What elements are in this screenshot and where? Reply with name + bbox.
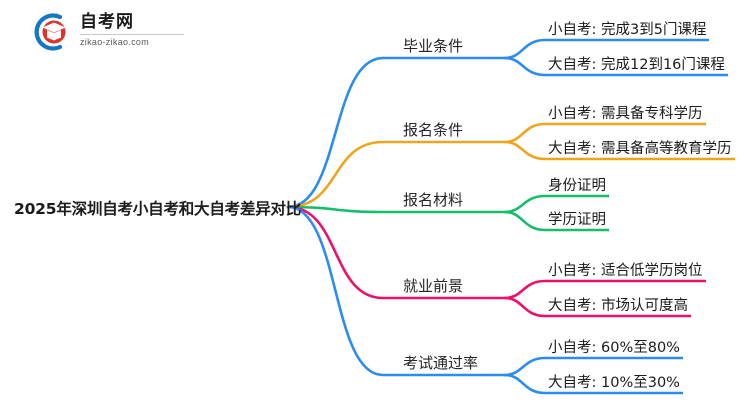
leaf-label-4-1[interactable]: 小自考: 适合低学历岗位 xyxy=(548,263,703,279)
logo-text: 自考网 zikao-zikao.com xyxy=(80,12,188,47)
leaf-label-1-1[interactable]: 小自考: 完成3到5门课程 xyxy=(548,22,707,38)
branch-label-3[interactable]: 报名材料 xyxy=(403,191,464,209)
leaf-label-2-1[interactable]: 小自考: 需具备专科学历 xyxy=(548,106,703,122)
logo-url: zikao-zikao.com xyxy=(80,37,150,47)
leaf-label-3-2[interactable]: 学历证明 xyxy=(548,212,606,228)
leaf-label-1-2[interactable]: 大自考: 完成12到16门课程 xyxy=(548,57,725,73)
branch-label-2[interactable]: 报名条件 xyxy=(403,121,464,139)
leaf-label-5-1[interactable]: 小自考: 60%至80% xyxy=(548,340,680,356)
leaf-label-2-2[interactable]: 大自考: 需具备高等教育学历 xyxy=(548,141,732,157)
leaf-label-3-1[interactable]: 身份证明 xyxy=(548,178,606,194)
leaf-label-4-2[interactable]: 大自考: 市场认可度高 xyxy=(548,298,688,314)
zikao-logo-icon xyxy=(34,13,66,51)
branch-label-5[interactable]: 考试通过率 xyxy=(403,354,479,372)
branch-label-4[interactable]: 就业前景 xyxy=(403,277,464,295)
logo-divider xyxy=(80,34,184,35)
root-node[interactable]: 2025年深圳自考小自考和大自考差异对比 xyxy=(14,200,302,218)
logo-brand-name: 自考网 xyxy=(80,12,134,32)
leaf-label-5-2[interactable]: 大自考: 10%至30% xyxy=(548,375,680,391)
site-logo: 自考网 zikao-zikao.com xyxy=(28,10,188,54)
branch-label-1[interactable]: 毕业条件 xyxy=(403,37,464,55)
